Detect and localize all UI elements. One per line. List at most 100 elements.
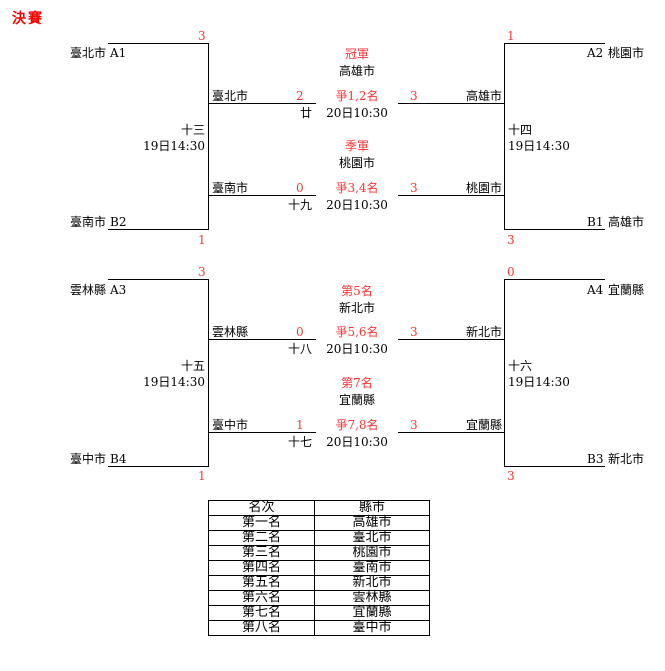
bracket-line [108, 466, 208, 467]
team-cell: 桃園市 [314, 545, 430, 561]
game-number: 廿 [299, 106, 312, 120]
team-cell: 高雄市 [314, 515, 430, 531]
bracket-line [505, 43, 605, 44]
seed-label: B4 [110, 452, 127, 466]
rank-cell: 第一名 [208, 515, 315, 531]
game-time: 19日14:30 [143, 375, 205, 389]
score: 2 [296, 89, 304, 103]
rank-cell: 第八名 [208, 620, 315, 636]
game-number: 十五 [180, 359, 205, 373]
result-team: 宜蘭縣 [338, 393, 375, 407]
rank-cell: 第三名 [208, 545, 315, 561]
score: 1 [198, 233, 206, 247]
seed-label: A1 [110, 46, 127, 60]
result-label: 第5名 [341, 284, 373, 298]
rank-cell: 第四名 [208, 560, 315, 576]
match-label: 爭1,2名 [335, 89, 379, 103]
team-name: 新北市 [465, 325, 502, 339]
bracket-line [208, 339, 316, 340]
seed-label: B3 [587, 452, 604, 466]
game-number: 十三 [180, 123, 205, 137]
seed-label: A3 [110, 283, 127, 297]
team-cell: 新北市 [314, 575, 430, 591]
team-name: 臺中市 [69, 452, 106, 466]
column-header: 名次 [208, 500, 315, 516]
bracket-line [108, 279, 208, 280]
rank-cell: 第五名 [208, 575, 315, 591]
team-name: 雲林縣 [212, 325, 249, 339]
team-name: 桃園市 [608, 46, 645, 60]
score: 3 [198, 265, 206, 279]
bracket-line [208, 195, 316, 196]
team-name: 雲林縣 [69, 283, 106, 297]
game-number: 十六 [508, 359, 533, 373]
table-row: 第三名 桃園市 [208, 545, 430, 561]
table-row: 第一名 高雄市 [208, 515, 430, 531]
bracket-line [398, 339, 505, 340]
rank-cell: 第二名 [208, 530, 315, 546]
result-label: 第7名 [341, 376, 373, 390]
column-header: 縣市 [314, 500, 430, 516]
team-cell: 雲林縣 [314, 590, 430, 606]
team-cell: 宜蘭縣 [314, 605, 430, 621]
seed-label: A2 [587, 46, 604, 60]
team-name: 臺中市 [212, 418, 249, 432]
ranking-table: 名次 縣市 第一名 高雄市 第二名 臺北市 第三名 桃園市 第四名 臺南市 第五… [208, 500, 430, 636]
bracket-line [398, 432, 505, 433]
game-number: 十八 [287, 342, 312, 356]
result-team: 桃園市 [338, 156, 375, 170]
team-name: 臺北市 [212, 89, 249, 103]
game-time: 19日14:30 [508, 375, 570, 389]
table-row: 第六名 雲林縣 [208, 590, 430, 606]
table-header-row: 名次 縣市 [208, 500, 430, 516]
score: 0 [296, 325, 304, 339]
rank-cell: 第六名 [208, 590, 315, 606]
score: 3 [410, 418, 418, 432]
score: 1 [507, 29, 515, 43]
bracket-line [505, 279, 605, 280]
page-title: 決賽 [12, 11, 44, 27]
team-name: 臺南市 [212, 181, 249, 195]
bracket-line [108, 229, 208, 230]
score: 3 [410, 89, 418, 103]
bracket-line [208, 103, 316, 104]
table-row: 第二名 臺北市 [208, 530, 430, 546]
score: 3 [507, 233, 515, 247]
team-name: 新北市 [608, 452, 645, 466]
result-team: 高雄市 [338, 64, 375, 78]
seed-label: A4 [587, 283, 604, 297]
bracket-line [208, 279, 209, 467]
bracket-line [505, 466, 605, 467]
bracket-line [208, 432, 316, 433]
result-team: 新北市 [338, 301, 375, 315]
table-row: 第七名 宜蘭縣 [208, 605, 430, 621]
team-cell: 臺中市 [314, 620, 430, 636]
score: 3 [410, 325, 418, 339]
team-name: 臺南市 [69, 215, 106, 229]
game-time: 19日14:30 [143, 139, 205, 153]
game-time: 20日10:30 [326, 106, 388, 120]
table-row: 第四名 臺南市 [208, 560, 430, 576]
table-row: 第八名 臺中市 [208, 620, 430, 636]
score: 3 [198, 29, 206, 43]
team-name: 高雄市 [465, 89, 502, 103]
bracket-line [398, 195, 505, 196]
score: 1 [198, 469, 206, 483]
bracket-line [208, 43, 209, 230]
score: 1 [296, 418, 304, 432]
game-time: 20日10:30 [326, 435, 388, 449]
bracket-line [504, 43, 505, 230]
team-name: 高雄市 [608, 215, 645, 229]
game-time: 20日10:30 [326, 198, 388, 212]
bracket-line [398, 103, 505, 104]
match-label: 爭7,8名 [335, 418, 379, 432]
game-time: 19日14:30 [508, 139, 570, 153]
game-time: 20日10:30 [326, 342, 388, 356]
result-label: 冠軍 [344, 47, 369, 61]
game-number: 十四 [508, 123, 533, 137]
seed-label: B1 [587, 215, 604, 229]
score: 3 [410, 181, 418, 195]
score: 0 [507, 265, 515, 279]
team-cell: 臺南市 [314, 560, 430, 576]
team-cell: 臺北市 [314, 530, 430, 546]
